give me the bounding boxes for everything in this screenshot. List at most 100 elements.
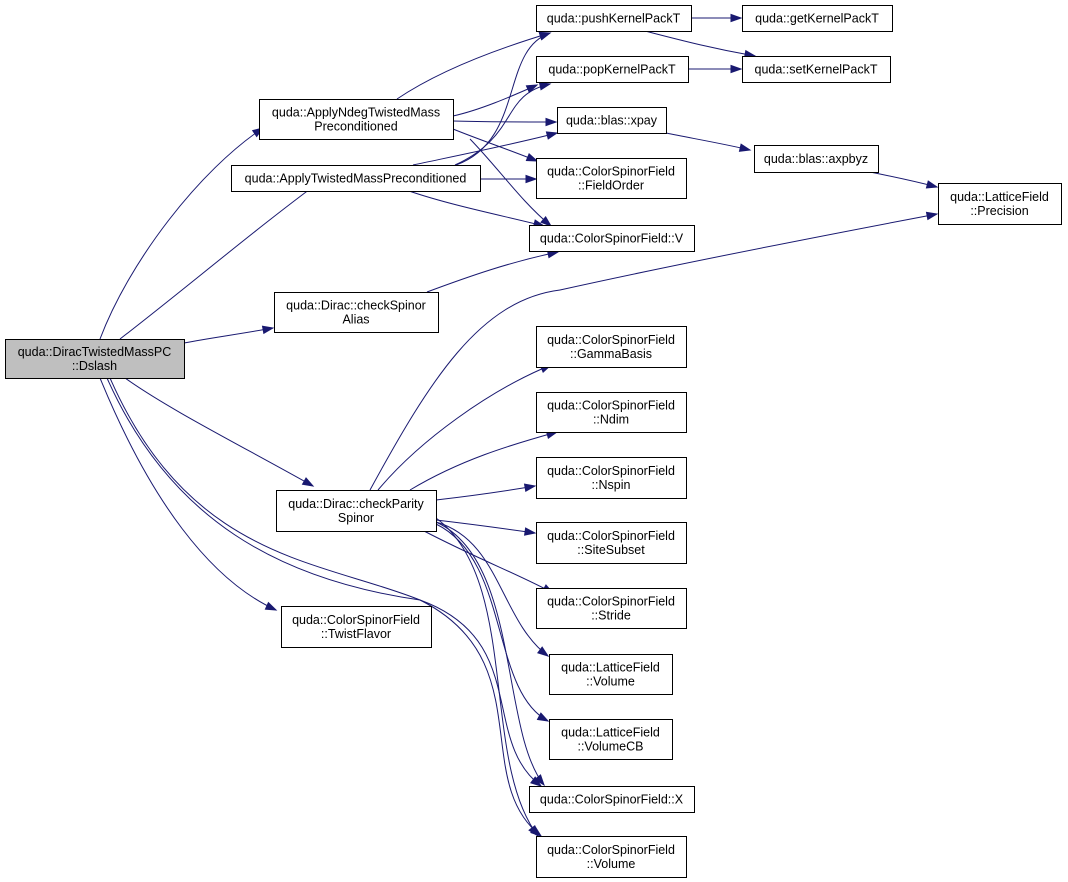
edge-tmpc-to-xpay <box>412 131 559 166</box>
arrowhead-icon <box>525 153 539 162</box>
node-label: Spinor <box>338 511 374 525</box>
node-box <box>536 5 692 32</box>
node-label: quda::ColorSpinorField <box>547 333 675 347</box>
arrowhead-icon <box>525 84 539 94</box>
node-axpbyz[interactable]: quda::blas::axpbyz <box>754 145 879 173</box>
node-label: quda::ColorSpinorField <box>292 613 420 627</box>
node-stride[interactable]: quda::ColorSpinorField::Stride <box>536 588 687 629</box>
edge-ndeg-to-csfV <box>469 138 553 227</box>
edge-axpbyz-to-precision <box>869 171 939 189</box>
node-getkp[interactable]: quda::getKernelPackT <box>742 5 893 32</box>
node-ndim[interactable]: quda::ColorSpinorField::Ndim <box>536 392 687 433</box>
node-label: quda::ColorSpinorField <box>547 529 675 543</box>
node-xpay[interactable]: quda::blas::xpay <box>557 107 667 134</box>
node-label: quda::ColorSpinorField <box>547 399 675 413</box>
node-label: ::SiteSubset <box>577 543 645 557</box>
arrowhead-icon <box>534 774 545 787</box>
node-box <box>557 107 667 134</box>
arrowhead-icon <box>540 215 553 227</box>
arrowhead-icon <box>925 180 939 189</box>
node-label: ::VolumeCB <box>577 740 643 754</box>
node-nspin[interactable]: quda::ColorSpinorField::Nspin <box>536 457 687 499</box>
call-graph-edges <box>99 13 939 838</box>
node-label: quda::setKernelPackT <box>755 63 878 77</box>
node-box <box>281 606 432 648</box>
node-push[interactable]: quda::pushKernelPackT <box>536 5 692 32</box>
node-twist[interactable]: quda::ColorSpinorField::TwistFlavor <box>281 606 432 648</box>
node-box <box>529 786 695 813</box>
node-fieldorder[interactable]: quda::ColorSpinorField::FieldOrder <box>536 158 687 199</box>
node-label: quda::ColorSpinorField::X <box>540 793 684 807</box>
node-box <box>536 836 687 878</box>
edge-parity-to-stride <box>423 530 555 594</box>
node-lfvol[interactable]: quda::LatticeField::Volume <box>549 654 673 695</box>
edge-xpay-to-axpbyz <box>665 132 752 152</box>
node-lfvolcb[interactable]: quda::LatticeField::VolumeCB <box>549 719 673 760</box>
node-dslash[interactable]: quda::DiracTwistedMassPC::Dslash <box>5 339 185 379</box>
node-box <box>5 339 185 379</box>
edge-tmpc-to-pop <box>454 82 552 166</box>
edge-parity-to-sitesubset <box>435 519 537 536</box>
node-box <box>754 145 879 173</box>
node-box <box>231 165 481 192</box>
edge-parity-to-csfvol <box>435 517 539 838</box>
node-box <box>536 56 689 83</box>
node-label: quda::getKernelPackT <box>755 12 879 26</box>
node-label: ::Nspin <box>592 478 631 492</box>
node-box <box>536 158 687 199</box>
arrowhead-icon <box>738 143 752 152</box>
node-label: quda::ColorSpinorField <box>547 595 675 609</box>
node-label: ::Dslash <box>72 359 117 373</box>
arrowhead-icon <box>523 527 537 536</box>
node-label: Preconditioned <box>314 120 397 134</box>
node-label: quda::ColorSpinorField <box>547 843 675 857</box>
edge-pop-to-setkp <box>688 64 743 74</box>
node-label: quda::DiracTwistedMassPC <box>18 345 172 359</box>
node-label: quda::blas::axpbyz <box>764 152 868 166</box>
node-pop[interactable]: quda::popKernelPackT <box>536 56 689 83</box>
node-csfvol[interactable]: quda::ColorSpinorField::Volume <box>536 836 687 878</box>
node-label: ::Ndim <box>593 413 629 427</box>
node-gamma[interactable]: quda::ColorSpinorField::GammaBasis <box>536 326 687 368</box>
node-box <box>742 56 891 83</box>
node-precision[interactable]: quda::LatticeField::Precision <box>938 183 1062 225</box>
node-box <box>274 292 439 333</box>
arrowhead-icon <box>264 601 278 611</box>
node-box <box>536 522 687 564</box>
arrowhead-icon <box>523 483 537 493</box>
node-label: ::GammaBasis <box>570 347 652 361</box>
edge-alias-to-csfV <box>426 249 560 293</box>
node-box <box>276 490 437 532</box>
edge-ndeg-to-fieldorder <box>452 128 539 162</box>
node-label: Alias <box>342 313 369 327</box>
arrowhead-icon <box>536 712 550 722</box>
node-csfV[interactable]: quda::ColorSpinorField::V <box>529 225 695 252</box>
node-label: ::Stride <box>591 609 631 623</box>
node-box <box>536 326 687 368</box>
node-label: ::Volume <box>586 675 635 689</box>
node-label: ::Precision <box>970 204 1028 218</box>
call-graph-nodes: quda::DiracTwistedMassPC::Dslash quda::Ap… <box>5 5 1062 878</box>
node-label: quda::ColorSpinorField <box>547 464 675 478</box>
node-box <box>938 183 1062 225</box>
node-label: quda::Dirac::checkParity <box>288 497 424 511</box>
node-tmpc[interactable]: quda::ApplyTwistedMassPreconditioned <box>231 165 481 192</box>
edge-parity-to-ndim <box>409 430 559 491</box>
node-setkp[interactable]: quda::setKernelPackT <box>742 56 891 83</box>
node-box <box>536 457 687 499</box>
arrowhead-icon <box>525 174 538 184</box>
node-label: quda::Dirac::checkSpinor <box>286 299 426 313</box>
node-sitesubset[interactable]: quda::ColorSpinorField::SiteSubset <box>536 522 687 564</box>
arrowhead-icon <box>545 131 559 140</box>
arrowhead-icon <box>261 325 275 335</box>
edge-ndeg-to-xpay <box>452 117 558 127</box>
edge-tmpc-to-csfV <box>408 190 546 228</box>
node-label: quda::ColorSpinorField::V <box>540 232 684 246</box>
node-csfX[interactable]: quda::ColorSpinorField::X <box>529 786 695 813</box>
edge-parity-to-precision <box>369 211 939 491</box>
node-label: quda::LatticeField <box>561 726 660 740</box>
